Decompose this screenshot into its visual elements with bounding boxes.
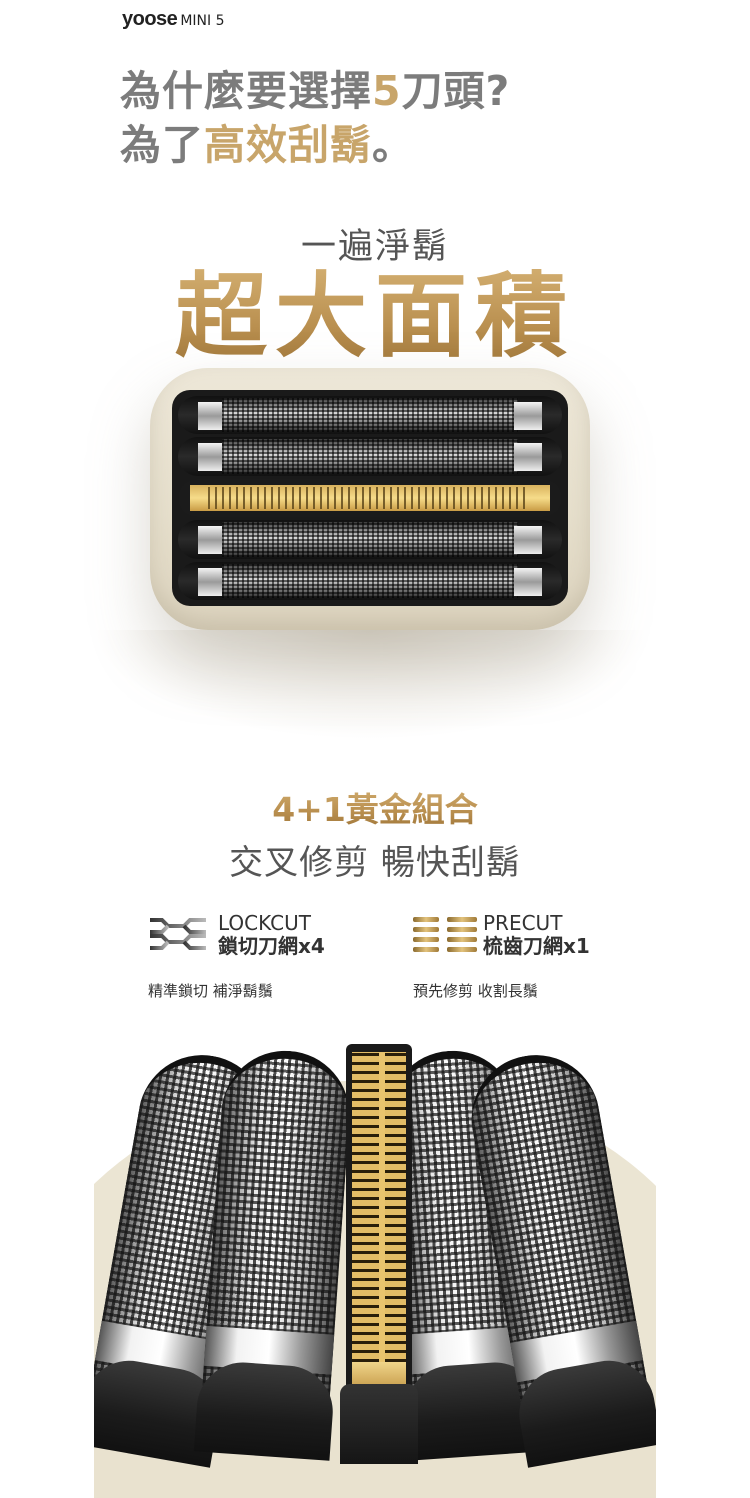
foil-roller bbox=[178, 561, 562, 601]
precut-comb-icon bbox=[413, 917, 477, 952]
gold-trimmer-comb bbox=[340, 1044, 418, 1464]
feature-precut: PRECUT 梳齒刀網x1 預先修剪 收割長鬚 bbox=[413, 912, 643, 1012]
feature-description: 預先修剪 收割長鬚 bbox=[413, 982, 538, 1000]
headline-line-2: 為了高效刮鬍。 bbox=[120, 121, 414, 169]
headline: 為什麼要選擇5刀頭? 為了高效刮鬍。 bbox=[120, 64, 510, 172]
section1-title: 超大面積 bbox=[0, 262, 750, 372]
foil-roller bbox=[178, 520, 562, 559]
product-shadow bbox=[90, 630, 650, 740]
shaver-closeup-image bbox=[94, 1040, 656, 1498]
blade-frame bbox=[172, 390, 568, 606]
feature-lockcut: LOCKCUT 鎖切刀網x4 精準鎖切 補淨鬍鬚 bbox=[148, 912, 378, 1012]
feature-name: PRECUT bbox=[483, 911, 563, 935]
shaver-head-image bbox=[150, 368, 590, 630]
section2-title: 交叉修剪 暢快刮鬍 bbox=[229, 843, 521, 883]
foil-roller bbox=[178, 437, 562, 476]
section2-subtitle: 4+1黃金組合 bbox=[0, 783, 750, 831]
brand-logo: yoose bbox=[122, 8, 178, 30]
section1-subtitle: 一遍淨鬍 bbox=[300, 227, 449, 267]
lockcut-foil-icon bbox=[150, 918, 206, 950]
feature-label: 鎖切刀網x4 bbox=[218, 934, 325, 958]
model-name: MINI 5 bbox=[180, 13, 225, 29]
trimmer-comb bbox=[178, 478, 562, 518]
foil-roller bbox=[178, 396, 562, 435]
feature-description: 精準鎖切 補淨鬍鬚 bbox=[148, 982, 273, 1000]
feature-name: LOCKCUT bbox=[218, 911, 311, 935]
headline-line-1: 為什麼要選擇5刀頭? bbox=[120, 67, 511, 115]
feature-label: 梳齒刀網x1 bbox=[483, 934, 590, 958]
